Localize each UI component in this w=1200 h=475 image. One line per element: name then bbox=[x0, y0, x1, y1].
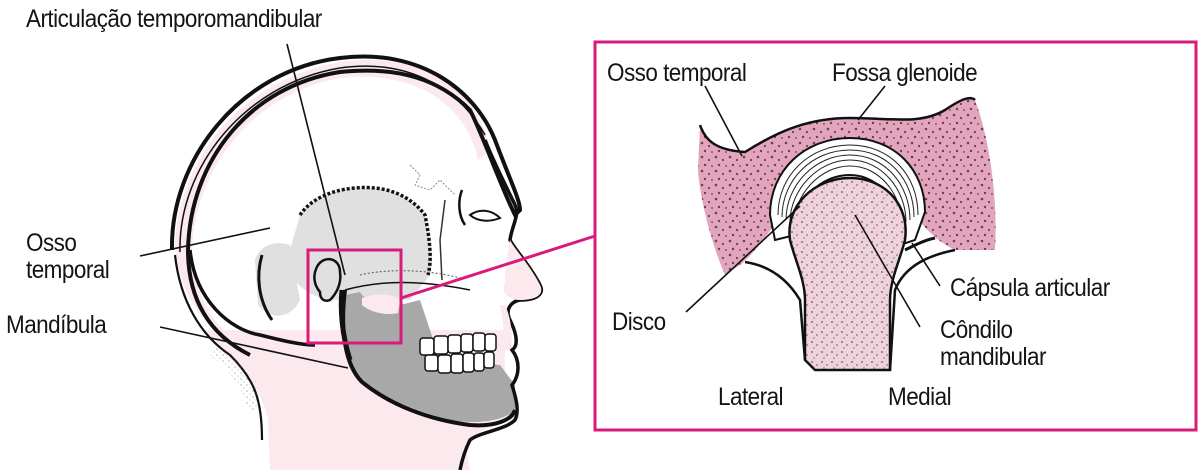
leader-glenoid bbox=[857, 85, 886, 121]
label-glenoid-fossa: Fossa glenoide bbox=[832, 59, 978, 87]
label-mandibular-condyle: Côndilo mandibular bbox=[940, 317, 1046, 371]
teeth bbox=[419, 332, 497, 374]
head-leader-lines bbox=[139, 43, 349, 369]
label-articular-capsule: Cápsula articular bbox=[950, 274, 1110, 302]
leader-condyle bbox=[854, 214, 921, 328]
leader-joint bbox=[286, 43, 346, 276]
label-tmj: Articulação temporomandibular bbox=[26, 5, 322, 33]
label-condyle-line2: mandibular bbox=[940, 343, 1046, 371]
leader-inset-temporal bbox=[704, 85, 743, 157]
face-profile bbox=[458, 139, 543, 471]
label-medial: Medial bbox=[888, 383, 952, 411]
inset-illustration bbox=[698, 96, 996, 372]
label-disc: Disco bbox=[612, 308, 666, 336]
label-inset-temporal-bone: Osso temporal bbox=[607, 59, 747, 87]
magnifier bbox=[306, 40, 1198, 432]
label-temporal-bone-line1: Osso bbox=[26, 229, 77, 257]
label-mandible: Mandíbula bbox=[6, 311, 107, 339]
eye bbox=[468, 209, 502, 222]
label-temporal-bone-line2: temporal bbox=[26, 256, 110, 284]
ear bbox=[313, 257, 342, 302]
label-condyle-line1: Côndilo bbox=[940, 316, 1013, 344]
articular-capsule bbox=[744, 260, 807, 361]
magnifier-inset-frame bbox=[593, 40, 1198, 432]
cranium-outline bbox=[169, 54, 523, 357]
label-temporal-bone: Osso temporal bbox=[26, 229, 110, 284]
leader-mandible bbox=[159, 326, 349, 369]
leader-capsule bbox=[911, 242, 941, 287]
magnifier-connector bbox=[400, 234, 596, 300]
inset-leader-lines bbox=[685, 85, 941, 328]
label-lateral: Lateral bbox=[718, 383, 784, 411]
leader-disc bbox=[685, 205, 801, 313]
head-illustration bbox=[169, 54, 543, 471]
leader-temporal bbox=[139, 227, 271, 257]
